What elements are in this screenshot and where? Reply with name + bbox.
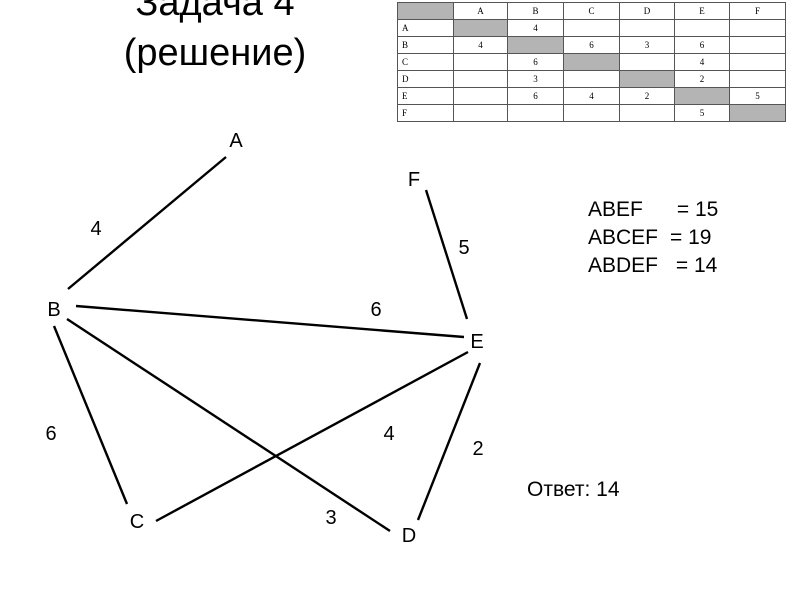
edge-weight-f-e: 5	[458, 237, 469, 259]
graph-edge-b-d	[66, 317, 391, 533]
path-sums: ABEF = 15 ABCEF = 19 ABDEF = 14	[588, 196, 718, 280]
graph-node-e: E	[470, 331, 483, 353]
path-value: = 19	[670, 226, 712, 249]
path-name: ABCEF	[588, 226, 659, 249]
graph-node-b: B	[47, 299, 60, 321]
graph-node-a: A	[229, 130, 243, 152]
title-line-2: (решение)	[123, 32, 307, 74]
graph-edge-b-c	[52, 325, 129, 505]
graph-edge-b-a	[67, 156, 227, 290]
graph-edge-b-e	[75, 304, 465, 339]
path-name: ABDEF	[588, 254, 659, 277]
graph-edge-e-d	[416, 362, 482, 521]
path-row-1: ABCEF = 19	[588, 224, 718, 252]
path-value: = 14	[670, 254, 718, 277]
path-name: ABEF	[588, 198, 643, 221]
graph-node-d: D	[402, 525, 416, 547]
path-row-2: ABDEF = 14	[588, 252, 718, 280]
graph-node-f: F	[408, 169, 420, 191]
edge-weight-b-d: 3	[325, 507, 336, 529]
edge-weight-b-a: 4	[90, 218, 101, 240]
edge-weight-b-e: 6	[370, 299, 381, 321]
edge-weight-c-e: 4	[383, 423, 394, 445]
graph-edge-c-e	[155, 350, 469, 523]
graph-node-c: C	[130, 511, 144, 533]
title-line-1: Задача 4	[135, 0, 295, 24]
table-diagonal-cell	[729, 104, 786, 122]
edge-weight-b-c: 6	[45, 423, 56, 445]
table-cell: 5	[729, 87, 786, 105]
table-diagonal-cell	[674, 87, 730, 105]
path-row-0: ABEF = 15	[588, 196, 718, 224]
edge-weight-e-d: 2	[472, 438, 483, 460]
graph-edge-f-e	[424, 189, 469, 320]
path-value: = 15	[676, 198, 719, 221]
slide-title: Задача 4 (решение)	[70, 0, 360, 78]
answer-text: Ответ: 14	[527, 478, 620, 501]
